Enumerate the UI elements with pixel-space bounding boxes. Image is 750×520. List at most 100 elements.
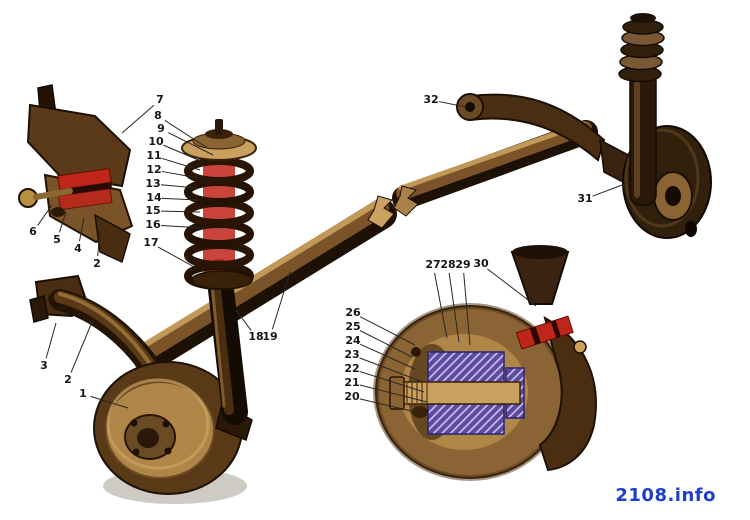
callout-12: 12 — [146, 163, 161, 176]
right-arm-and-strut — [456, 13, 712, 239]
shock-body — [209, 272, 226, 408]
leader-line-15 — [160, 210, 201, 213]
strut-rod — [215, 119, 223, 135]
spring-bump-stop — [203, 150, 235, 276]
callout-13: 13 — [145, 177, 160, 190]
left-strut-assembly — [181, 119, 257, 442]
callout-17: 17 — [143, 236, 158, 249]
leader-line-4 — [79, 217, 85, 242]
callout-15: 15 — [145, 204, 160, 217]
callout-8: 8 — [154, 109, 162, 122]
wheel-stud — [162, 420, 170, 428]
arm-tail-cone — [94, 213, 131, 264]
callout-11: 11 — [146, 149, 161, 162]
callout-16: 16 — [145, 218, 161, 231]
callout-10: 10 — [148, 135, 164, 148]
wheel-stud — [130, 419, 138, 427]
leader-line-8 — [164, 119, 207, 148]
leader-line-1 — [90, 395, 129, 409]
detail-hub-bearing — [373, 245, 597, 481]
leader-line-14 — [161, 197, 200, 201]
right-strut-cap — [630, 13, 656, 23]
drum-wall-section — [538, 316, 597, 472]
callout-30: 30 — [473, 257, 489, 270]
leader-line-24 — [360, 343, 416, 370]
leader-line-26 — [359, 316, 416, 346]
leader-line-23 — [359, 357, 421, 382]
beam-break-left — [367, 195, 395, 229]
leader-line-3 — [45, 322, 57, 359]
bushing-bolt-shaft — [33, 188, 73, 200]
leader-line-19 — [271, 271, 291, 330]
callout-22: 22 — [344, 362, 359, 375]
seal-ring — [412, 406, 428, 418]
callout-3: 3 — [40, 359, 48, 372]
washer — [51, 207, 65, 217]
flange-hole — [685, 221, 697, 237]
leader-line-31 — [592, 181, 631, 197]
left-brake-drum — [93, 361, 247, 504]
detail-rubber-bushing — [515, 315, 574, 350]
body-bracket — [26, 103, 132, 188]
callout-23: 23 — [344, 348, 359, 361]
leader-line-9 — [167, 132, 214, 156]
callout-32: 32 — [423, 93, 438, 106]
leader-line-32 — [438, 101, 467, 108]
leader-line-12 — [161, 170, 199, 179]
leader-line-18 — [235, 309, 252, 331]
leader-line-28 — [448, 272, 460, 343]
bearing-upper-section — [427, 351, 505, 383]
callout-14: 14 — [146, 191, 162, 204]
callout-18: 18 — [248, 330, 263, 343]
callout-28: 28 — [440, 258, 455, 271]
leader-line-2 — [97, 229, 101, 257]
leader-line-7 — [121, 104, 155, 134]
leader-line-16 — [160, 224, 205, 229]
callout-24: 24 — [345, 334, 361, 347]
detail-bolt — [573, 340, 587, 354]
callout-25: 25 — [345, 320, 360, 333]
callout-7: 7 — [156, 93, 164, 106]
bearing-lower-section — [427, 403, 505, 435]
callout-9: 9 — [157, 122, 165, 135]
leader-line-10 — [163, 144, 204, 163]
beam-break-right — [393, 185, 419, 217]
leader-lines — [37, 101, 631, 415]
leader-line-17 — [157, 246, 197, 269]
leader-line-27 — [434, 272, 448, 339]
callout-21: 21 — [344, 376, 359, 389]
leader-line-6 — [37, 204, 53, 226]
hub-cap — [137, 428, 159, 448]
callout-31: 31 — [577, 192, 592, 205]
leader-line-13 — [160, 184, 198, 189]
leader-line-20 — [359, 398, 425, 415]
spring-lower-seat — [191, 270, 253, 290]
axle-beam — [133, 120, 598, 373]
callout-5: 5 — [53, 233, 61, 246]
callout-27: 27 — [425, 258, 440, 271]
wheel-stud — [132, 448, 140, 456]
stub-axle — [395, 381, 521, 405]
detail-arm-bushing — [18, 84, 134, 264]
leader-line-29 — [463, 272, 471, 346]
watermark: 2108.info — [615, 485, 716, 506]
callout-1: 1 — [79, 387, 87, 400]
leader-line-25 — [359, 330, 413, 358]
callout-19: 19 — [262, 330, 277, 343]
wheel-stud — [164, 447, 172, 455]
callout-26: 26 — [345, 306, 361, 319]
circlip — [411, 347, 421, 357]
callout-4: 4 — [74, 242, 82, 255]
callout-2: 2 — [64, 373, 72, 386]
callout-29: 29 — [455, 258, 470, 271]
leader-line-22 — [359, 370, 425, 393]
callout-20: 20 — [344, 390, 360, 403]
leader-line-5 — [58, 211, 67, 233]
leader-line-11 — [161, 157, 201, 171]
leader-line-21 — [359, 384, 428, 403]
callout-6: 6 — [29, 225, 37, 238]
leader-line-2 — [70, 321, 93, 373]
